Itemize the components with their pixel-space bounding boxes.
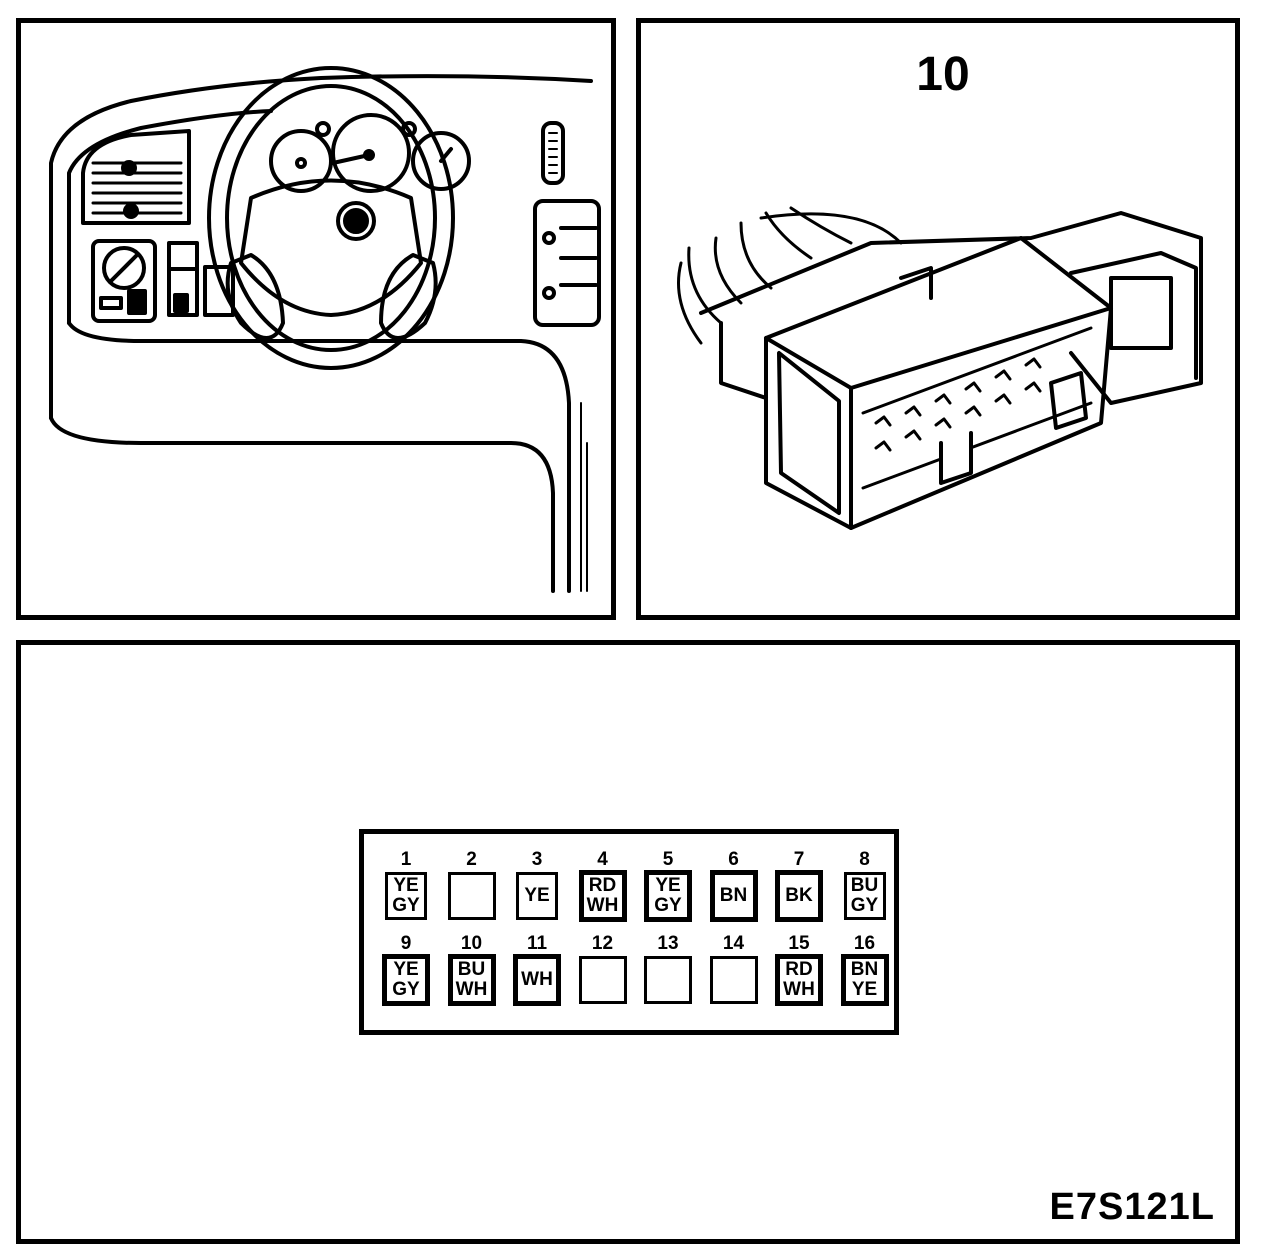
wire-color-primary: BU bbox=[850, 875, 879, 896]
pin-cell: 14 bbox=[706, 934, 762, 1004]
dashboard-illustration bbox=[49, 66, 601, 593]
pin-number: 1 bbox=[400, 849, 412, 870]
pin-number: 6 bbox=[728, 849, 739, 870]
wire-color-secondary: WH bbox=[455, 979, 488, 1000]
pin-number: 5 bbox=[662, 849, 674, 870]
wire-color-primary: WH bbox=[521, 969, 553, 990]
wire-color-secondary: GY bbox=[392, 979, 420, 1000]
pin-number: 8 bbox=[859, 849, 870, 870]
wire-color-primary: YE bbox=[393, 959, 419, 980]
wire-color-secondary: WH bbox=[783, 979, 815, 1000]
pin-empty bbox=[447, 872, 496, 920]
pin-cell: 12 bbox=[575, 934, 631, 1004]
wire-color-secondary: WH bbox=[586, 895, 619, 916]
pin-wire-color: BK bbox=[775, 870, 823, 922]
pin-cell: 2 bbox=[444, 850, 500, 920]
dashboard-location-panel bbox=[16, 18, 616, 620]
wire-color-primary: BN bbox=[850, 959, 879, 980]
wire-color-secondary: GY bbox=[392, 895, 420, 916]
wire-color-primary: YE bbox=[655, 875, 681, 896]
pin-number: 2 bbox=[466, 849, 477, 870]
pin-number: 15 bbox=[788, 933, 810, 954]
pin-number: 12 bbox=[591, 933, 614, 954]
connector-illustration bbox=[677, 206, 1203, 530]
pin-empty bbox=[709, 956, 758, 1004]
wire-color-primary: YE bbox=[393, 875, 419, 896]
pin-wire-color: YE bbox=[516, 872, 558, 920]
pin-number: 10 bbox=[460, 933, 483, 954]
wire-color-secondary: YE bbox=[851, 979, 878, 1000]
pin-number: 7 bbox=[793, 849, 805, 870]
pin-number: 3 bbox=[531, 849, 543, 870]
pin-empty bbox=[578, 956, 627, 1004]
connector-number: 10 bbox=[916, 48, 970, 101]
wire-color-secondary: GY bbox=[850, 895, 879, 916]
pin-number: 4 bbox=[597, 849, 608, 870]
pin-number: 16 bbox=[853, 933, 876, 954]
pin-number: 11 bbox=[526, 933, 548, 954]
wire-color-primary: BN bbox=[719, 885, 748, 906]
wire-color-primary: BU bbox=[457, 959, 486, 980]
pin-wire-color: WH bbox=[513, 954, 561, 1006]
pin-cell: 13 bbox=[640, 934, 696, 1004]
wire-color-primary: BK bbox=[785, 885, 813, 906]
pin-empty bbox=[644, 956, 692, 1004]
pin-number: 9 bbox=[400, 933, 412, 954]
wire-color-primary: RD bbox=[588, 875, 617, 896]
wire-color-primary: YE bbox=[524, 885, 550, 906]
wire-color-secondary: GY bbox=[654, 895, 682, 916]
figure-code: E7S121L bbox=[1049, 1186, 1215, 1228]
pin-wire-color: BN bbox=[709, 870, 758, 922]
connector-view-panel: 10 bbox=[636, 18, 1240, 620]
pin-number: 14 bbox=[722, 933, 745, 954]
wire-color-primary: RD bbox=[785, 959, 813, 980]
pin-number: 13 bbox=[657, 933, 679, 954]
